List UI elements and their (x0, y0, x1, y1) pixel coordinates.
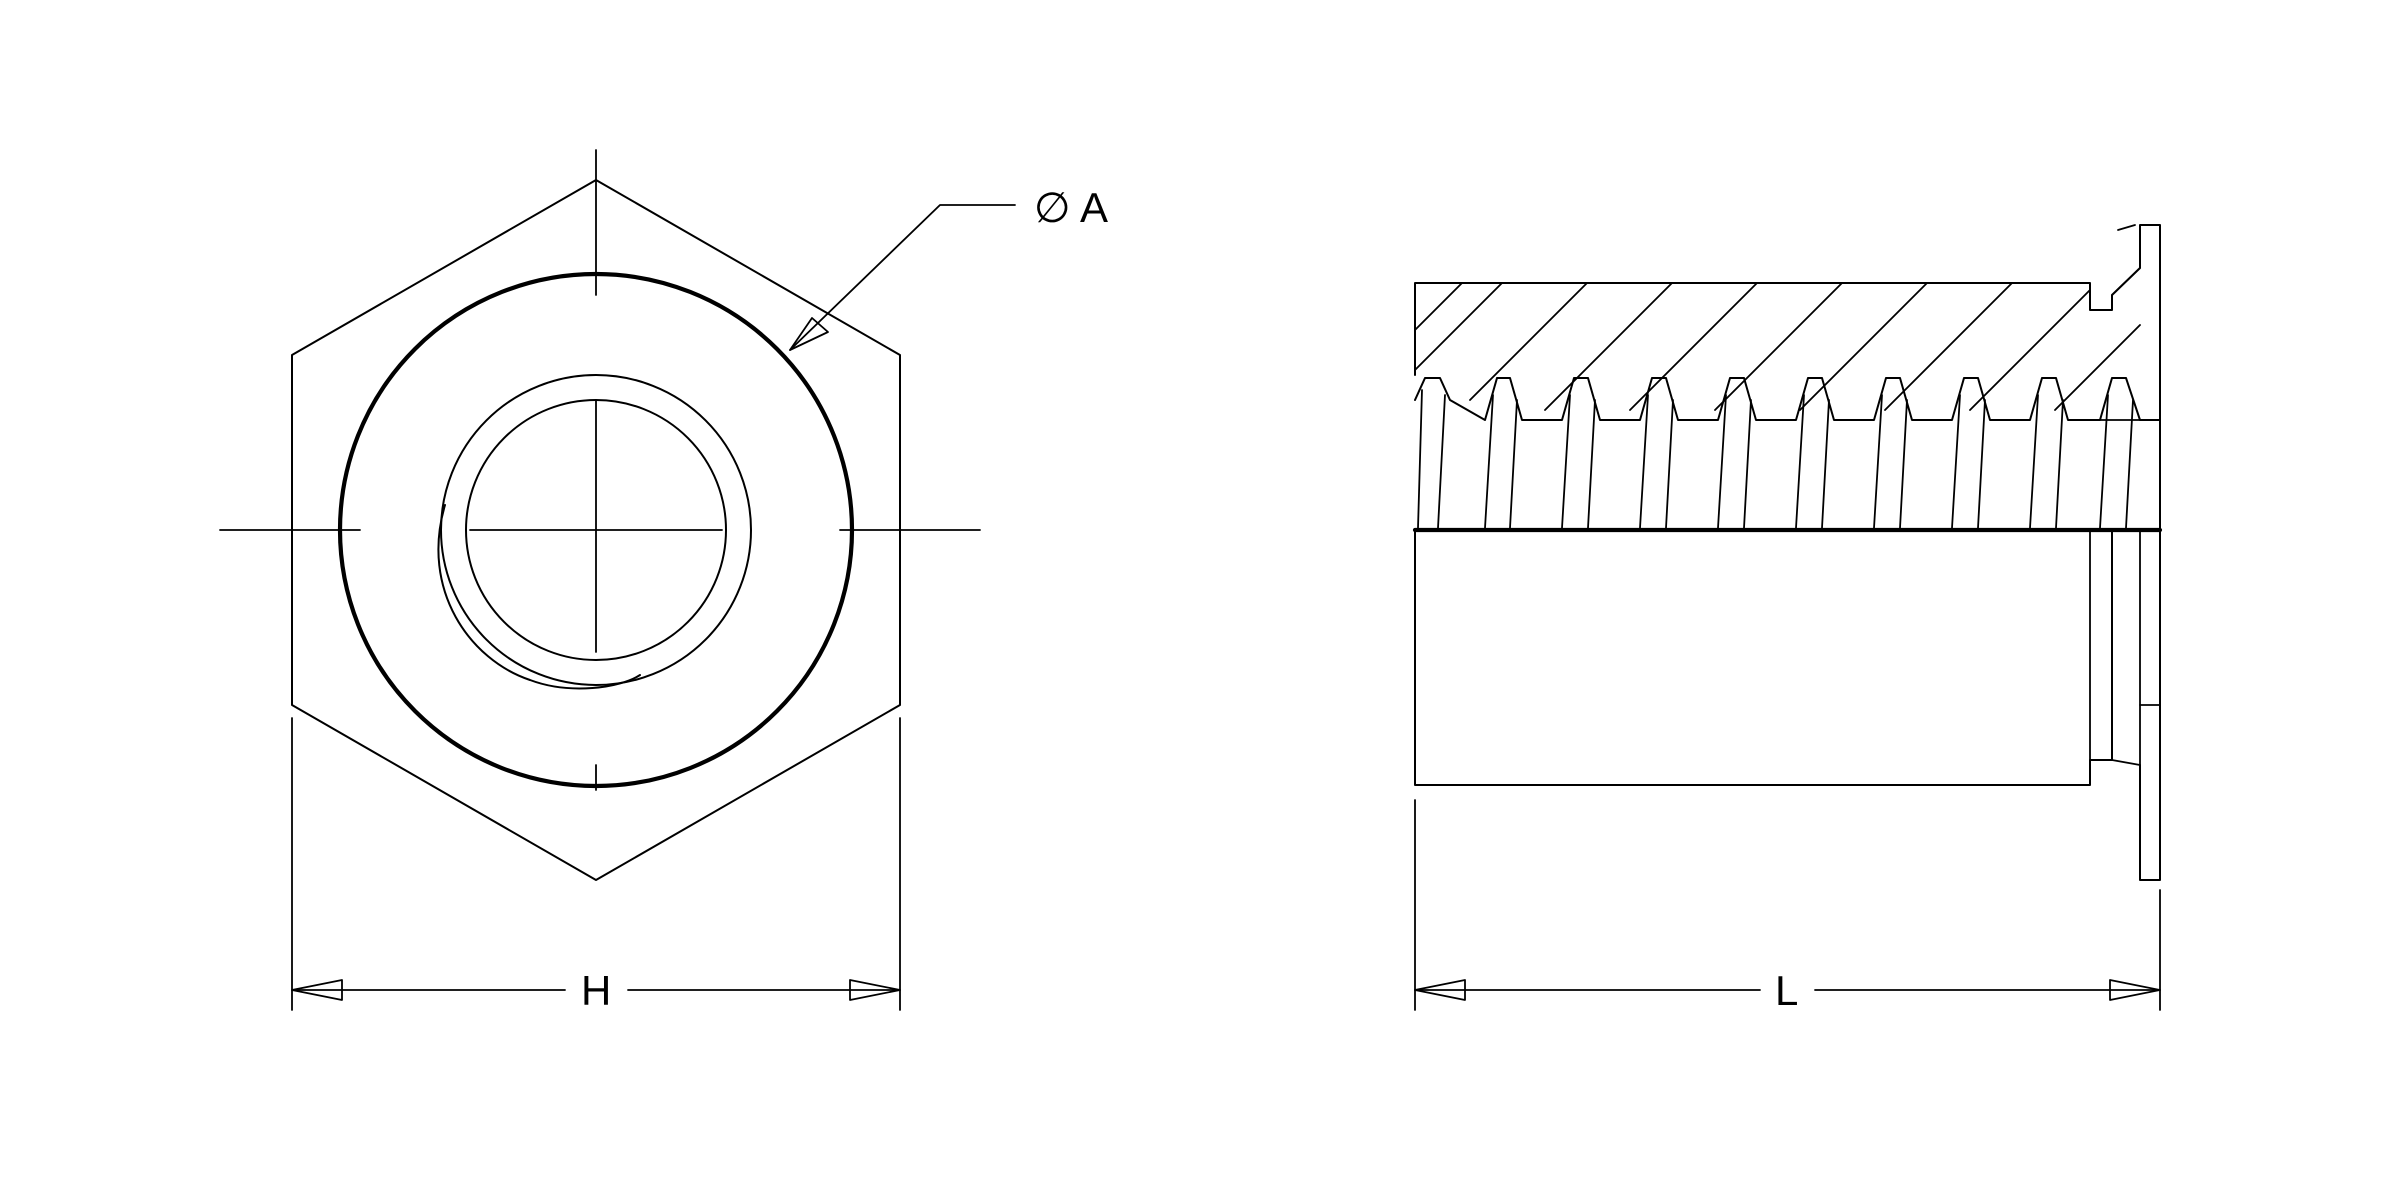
width-label: H (581, 967, 611, 1014)
thread-profile (1414, 377, 2161, 421)
hex-outline (291, 179, 901, 881)
front-view: ∅ A H (219, 149, 1108, 1014)
width-dimension (291, 717, 901, 1011)
flange-step-4 (2111, 759, 2141, 766)
body-lower-outline (1414, 529, 2113, 786)
body-top-edge (1414, 224, 2161, 881)
diameter-label: A (1080, 184, 1108, 231)
thread-roots (1417, 389, 2161, 529)
section-hatch (1414, 224, 2141, 411)
side-view: L (1412, 224, 2163, 1014)
length-label: L (1775, 967, 1798, 1014)
centerlines (219, 149, 981, 791)
length-dimension (1414, 799, 2161, 1011)
diameter-leader (789, 204, 1016, 351)
diameter-symbol: ∅ (1034, 184, 1071, 231)
thread-major-circle (440, 374, 752, 686)
thread-start-curve (437, 504, 641, 690)
